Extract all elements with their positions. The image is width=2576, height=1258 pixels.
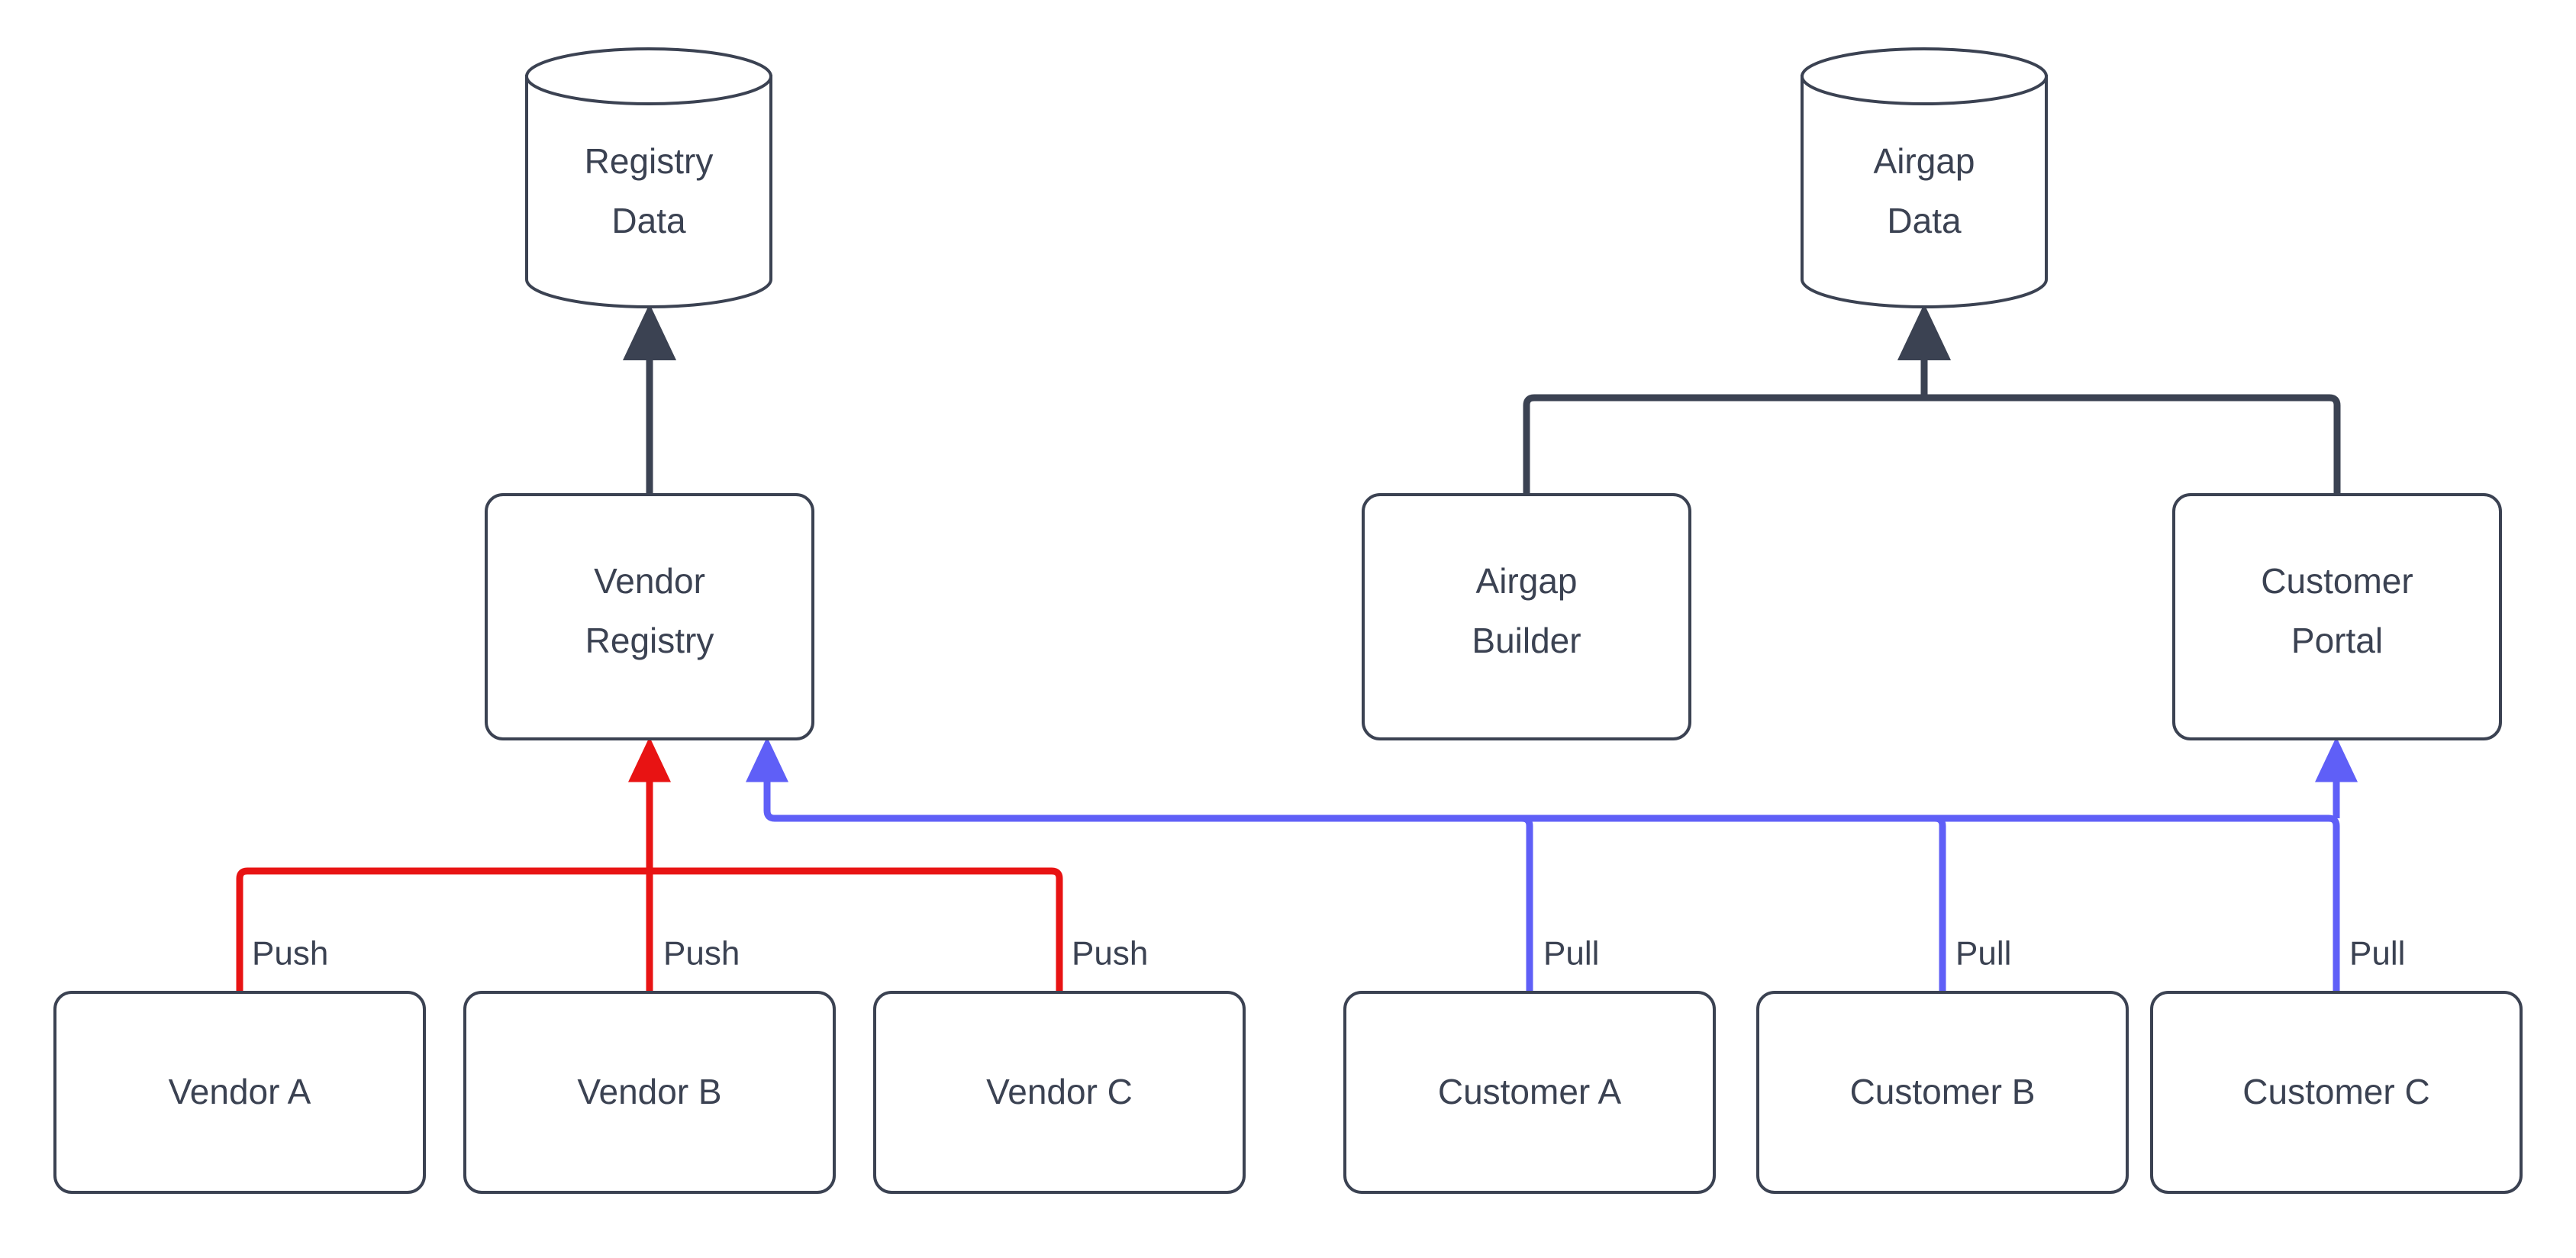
edge-customer-c-pull-to-registry (775, 814, 2340, 992)
datastore-registry-data[interactable]: Registry Data (525, 47, 772, 308)
edge-label-push-a: Push (252, 935, 328, 973)
actor-customer-c[interactable]: Customer C (2150, 991, 2523, 1194)
vendor-b-label: Vendor B (577, 1072, 721, 1111)
airgap-builder-box (1362, 493, 1691, 740)
edge-label-push-c: Push (1072, 935, 1148, 973)
registry-data-cylinder-top (525, 47, 772, 105)
vendor-a-label: Vendor A (169, 1072, 311, 1111)
edge-label-group: Push Push Push Pull Pull Pull (252, 935, 2405, 973)
customer-a-label: Customer A (1438, 1072, 1622, 1111)
service-vendor-registry[interactable]: Vendor Registry (485, 493, 814, 740)
airgap-data-cylinder-body (1801, 75, 2048, 308)
datastore-airgap-data[interactable]: Airgap Data (1801, 47, 2048, 308)
customer-b-label: Customer B (1850, 1072, 2036, 1111)
registry-data-label-line2: Data (611, 201, 686, 240)
edge-airgap-builder-to-airgap-data (1523, 394, 1924, 495)
pull-edge-group (745, 737, 2358, 992)
dark-edge-group (622, 303, 2341, 495)
customer-c-box (2150, 991, 2523, 1194)
service-customer-portal[interactable]: Customer Portal (2172, 493, 2502, 740)
airgap-builder-label-line1: Airgap (1476, 561, 1578, 601)
airgap-data-label-line1: Airgap (1874, 141, 1975, 181)
customer-portal-box (2172, 493, 2502, 740)
vendor-registry-label-line1: Vendor (594, 561, 705, 601)
vendor-registry-label-line2: Registry (585, 621, 714, 660)
registry-data-label-line1: Registry (585, 141, 714, 181)
edge-vendor-c-push (650, 867, 1063, 992)
customer-a-box (1343, 991, 1716, 1194)
customer-c-label: Customer C (2242, 1072, 2429, 1111)
actor-vendor-b[interactable]: Vendor B (463, 991, 836, 1194)
edge-label-push-b: Push (663, 935, 740, 973)
edge-customer-b-pull (775, 814, 1946, 992)
vendor-a-box (53, 991, 426, 1194)
vendor-c-label: Vendor C (986, 1072, 1133, 1111)
edge-customer-a-pull (775, 814, 1533, 992)
airgap-data-label-line2: Data (1887, 201, 1962, 240)
actor-vendor-a[interactable]: Vendor A (53, 991, 426, 1194)
vendor-registry-box (485, 493, 814, 740)
edge-label-pull-c: Pull (2349, 935, 2405, 973)
registry-data-cylinder-body (525, 75, 772, 308)
push-edge-group (236, 737, 1063, 992)
edge-label-pull-a: Pull (1543, 935, 1599, 973)
edge-label-pull-b: Pull (1955, 935, 2011, 973)
airgap-builder-label-line2: Builder (1472, 621, 1581, 660)
customer-portal-label-line1: Customer (2261, 561, 2413, 601)
edge-pull-trunk-to-vendor-registry (745, 737, 789, 822)
vendor-b-box (463, 991, 836, 1194)
service-airgap-builder[interactable]: Airgap Builder (1362, 493, 1691, 740)
customer-b-box (1756, 991, 2129, 1194)
edge-customer-portal-to-airgap-data (1924, 394, 2341, 495)
vendor-c-box (873, 991, 1246, 1194)
actor-vendor-c[interactable]: Vendor C (873, 991, 1246, 1194)
customer-portal-label-line2: Portal (2291, 621, 2383, 660)
actor-customer-a[interactable]: Customer A (1343, 991, 1716, 1194)
edge-vendor-a-push (236, 867, 650, 992)
actor-customer-b[interactable]: Customer B (1756, 991, 2129, 1194)
airgap-data-cylinder-top (1801, 47, 2048, 105)
